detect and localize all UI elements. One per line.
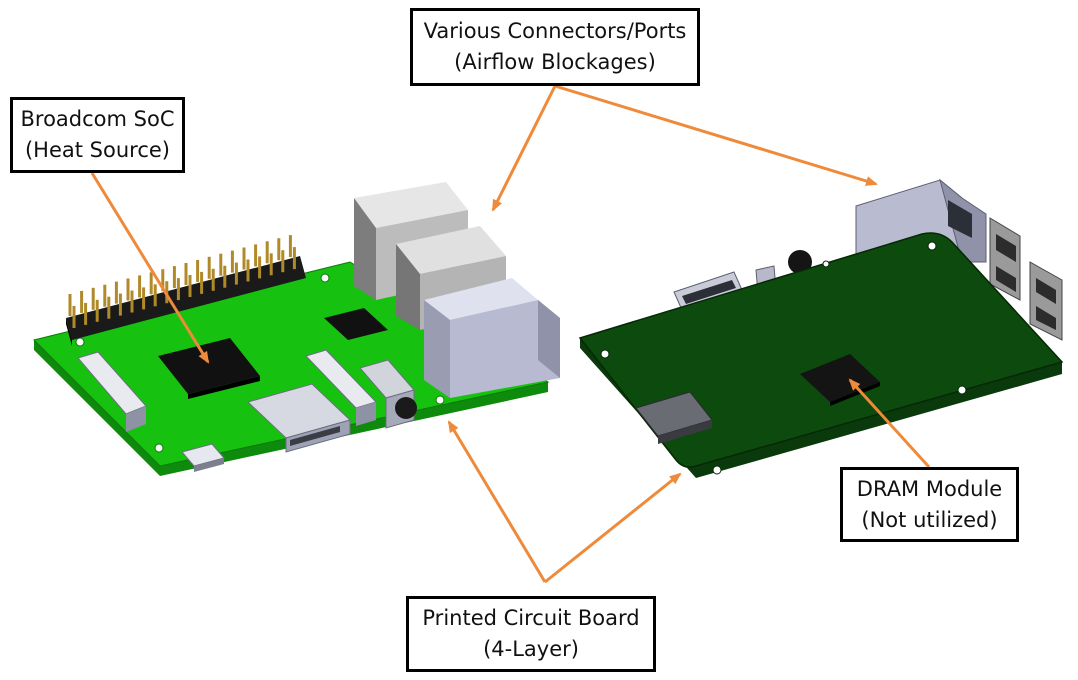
broadcom-soc-chip bbox=[158, 338, 260, 399]
callout-pcb-title: Printed Circuit Board bbox=[422, 606, 640, 630]
board-top-view bbox=[33, 182, 560, 476]
arrow-pcb-right bbox=[544, 472, 682, 584]
callout-soc: Broadcom SoC (Heat Source) bbox=[10, 97, 185, 173]
ethernet-port bbox=[424, 278, 560, 398]
callout-connectors-title: Various Connectors/Ports bbox=[423, 19, 687, 43]
arrow-connectors-right bbox=[554, 84, 878, 186]
arrow-soc bbox=[90, 172, 210, 364]
callout-dram-title: DRAM Module bbox=[856, 476, 1003, 501]
callout-connectors: Various Connectors/Ports (Airflow Blocka… bbox=[410, 8, 700, 86]
audio-jack-rear bbox=[788, 250, 812, 274]
arrow-pcb-left bbox=[447, 420, 547, 583]
ethernet-controller-chip bbox=[324, 308, 388, 340]
callout-pcb: Printed Circuit Board (4-Layer) bbox=[406, 596, 656, 672]
micro-usb-port bbox=[181, 443, 225, 472]
camera-connector bbox=[305, 349, 377, 426]
display-connector bbox=[77, 351, 147, 432]
hdmi-port bbox=[247, 383, 351, 453]
arrow-connectors-left bbox=[491, 85, 557, 212]
annotation-arrows bbox=[90, 84, 931, 584]
sd-card-slot bbox=[635, 391, 713, 444]
board-bottom-view bbox=[578, 178, 1064, 478]
arrow-dram bbox=[848, 378, 931, 469]
callout-dram: DRAM Module (Not utilized) bbox=[840, 467, 1019, 542]
callout-pcb-subtitle: (4-Layer) bbox=[483, 637, 579, 661]
callout-dram-subtitle: (Not utilized) bbox=[861, 507, 998, 532]
callout-soc-title: Broadcom SoC bbox=[20, 107, 175, 131]
audio-jack bbox=[359, 359, 417, 429]
callout-connectors-subtitle: (Airflow Blockages) bbox=[454, 50, 656, 74]
usb-ports-rear bbox=[989, 217, 1063, 341]
callout-soc-subtitle: (Heat Source) bbox=[24, 138, 170, 162]
gpio-header bbox=[66, 235, 306, 346]
